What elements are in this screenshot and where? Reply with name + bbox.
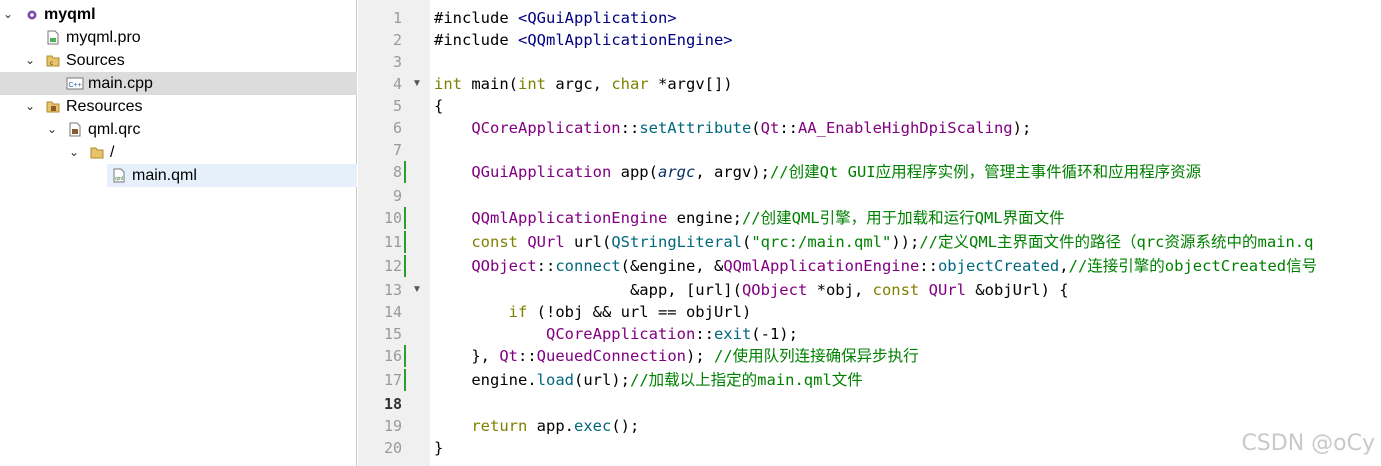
line-number: 11 [383, 233, 402, 251]
line-number: 10 [383, 209, 402, 227]
tree-item-label: qml.qrc [88, 121, 141, 138]
fold-arrow-icon[interactable]: ▼ [412, 284, 422, 295]
line-number: 2 [392, 31, 402, 49]
code-line: }, Qt::QueuedConnection); //使用队列连接确保异步执行 [434, 347, 919, 365]
change-marker [404, 231, 406, 253]
change-marker [404, 255, 406, 277]
tree-item-label: myqml [44, 6, 96, 23]
change-marker [404, 207, 406, 229]
change-marker [404, 345, 406, 367]
code-line: const QUrl url(QStringLiteral("qrc:/main… [471, 233, 1314, 251]
code-line: #include <QGuiApplication> [434, 9, 677, 27]
line-number: 19 [383, 417, 402, 435]
tree-item-label: main.qml [132, 167, 197, 184]
change-marker [404, 369, 406, 391]
pro-file-icon [47, 30, 59, 45]
tree-item-root-folder[interactable]: ⌄ / [0, 141, 357, 164]
tree-item-myqml[interactable]: ⌄ myqml [0, 3, 357, 26]
svg-text:qml: qml [115, 176, 123, 182]
line-number: 4 [392, 75, 402, 93]
line-number: 6 [392, 119, 402, 137]
code-line: #include <QQmlApplicationEngine> [434, 31, 733, 49]
line-number: 14 [383, 303, 402, 321]
line-number: 15 [383, 325, 402, 343]
cpp-file-icon: C++ [66, 77, 84, 90]
qml-file-icon: qml [113, 168, 125, 183]
code-line: QGuiApplication app(argc, argv);//创建Qt G… [471, 163, 1202, 181]
collapse-arrow-icon[interactable]: ⌄ [46, 122, 58, 136]
code-line: if (!obj && url == objUrl) [508, 303, 752, 321]
change-marker [404, 161, 406, 183]
line-number: 5 [392, 97, 402, 115]
code-line: engine.load(url);//加载以上指定的main.qml文件 [434, 371, 863, 389]
collapse-arrow-icon[interactable]: ⌄ [24, 53, 36, 67]
line-number: 12 [383, 257, 402, 275]
tree-item-myqml-pro[interactable]: myqml.pro [0, 26, 357, 49]
collapse-arrow-icon[interactable]: ⌄ [24, 99, 36, 113]
code-line: QObject::connect(&engine, &QQmlApplicati… [471, 257, 1318, 275]
tree-item-resources[interactable]: ⌄ Resources [0, 95, 357, 118]
line-number: 9 [392, 187, 402, 205]
code-line: QQmlApplicationEngine engine;//创建QML引擎，用… [471, 209, 1065, 227]
code-line: &app, [url](QObject *obj, const QUrl &ob… [434, 281, 1069, 299]
line-number: 1 [392, 9, 402, 27]
tree-item-qml-qrc[interactable]: ⌄ qml.qrc [0, 118, 357, 141]
code-line: } [434, 439, 444, 457]
cpp-folder-icon: c [46, 55, 60, 67]
tree-item-label: main.cpp [88, 75, 153, 92]
collapse-arrow-icon[interactable]: ⌄ [2, 7, 14, 21]
project-tree: ⌄ myqml myqml.pro ⌄ c Sources C++ main.c… [0, 0, 357, 466]
line-number: 7 [392, 141, 402, 159]
collapse-arrow-icon[interactable]: ⌄ [68, 145, 80, 159]
code-line: int main(int argc, char *argv[]) [434, 75, 733, 93]
resource-folder-icon [46, 101, 60, 113]
tree-item-main-cpp[interactable]: C++ main.cpp [0, 72, 357, 95]
svg-text:C++: C++ [69, 82, 82, 89]
line-number: 16 [383, 347, 402, 365]
tree-item-label: Sources [66, 52, 125, 69]
tree-item-label: Resources [66, 98, 143, 115]
code-line: return app.exec(); [471, 417, 640, 435]
svg-text:c: c [50, 61, 53, 67]
line-number: 8 [392, 163, 402, 181]
tree-item-label: myqml.pro [66, 29, 141, 46]
fold-arrow-icon[interactable]: ▼ [412, 78, 422, 89]
code-editor[interactable]: #include <QGuiApplication> #include <QQm… [430, 0, 1381, 466]
line-number: 17 [383, 371, 402, 389]
qt-project-icon [27, 10, 37, 20]
tree-item-main-qml[interactable]: qml main.qml [107, 164, 357, 187]
code-line: QCoreApplication::exit(-1); [545, 325, 798, 343]
watermark: CSDN @oCy [1241, 431, 1375, 456]
line-number: 13 [383, 281, 402, 299]
folder-icon [90, 147, 104, 159]
current-line-number: 18 [383, 395, 402, 413]
line-number-gutter[interactable]: 1 2 3 4 ▼ 5 6 7 8 9 10 11 12 13 ▼ 14 15 … [358, 0, 430, 466]
code-line: QCoreApplication::setAttribute(Qt::AA_En… [471, 119, 1032, 137]
tree-item-sources[interactable]: ⌄ c Sources [0, 49, 357, 72]
line-number: 20 [383, 439, 402, 457]
tree-item-label: / [110, 144, 115, 161]
code-line: { [434, 97, 444, 115]
line-number: 3 [392, 53, 402, 71]
qrc-file-icon [69, 122, 81, 137]
